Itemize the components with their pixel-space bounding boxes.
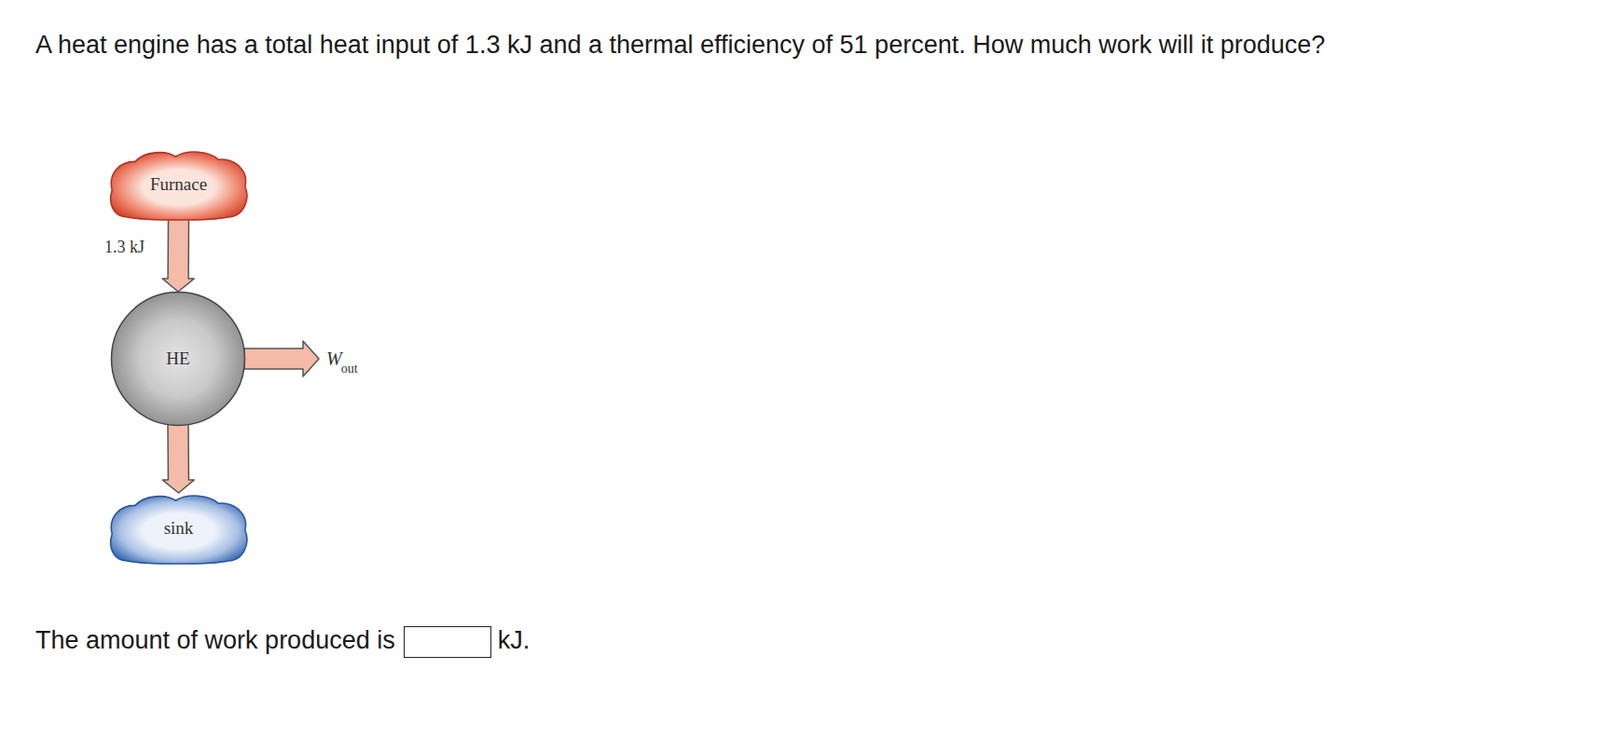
sink-cloud: sink [106, 492, 251, 566]
work-symbol: W [326, 348, 343, 371]
unit-text: kJ. [497, 626, 531, 656]
heat-engine-circle: HE [110, 290, 247, 428]
work-subscript: out [341, 361, 359, 377]
work-arrow [244, 341, 319, 377]
heat-flow-arrow [162, 424, 194, 494]
node-label: Furnace [150, 174, 207, 195]
question-text: A heat engine has a total heat input of … [35, 30, 1325, 60]
node-label: HE [165, 348, 190, 370]
answer-input-box [403, 626, 492, 659]
furnace-cloud: Furnace [106, 148, 251, 221]
heat-flow-arrow [162, 218, 194, 292]
heat-input-label: 1.3 kJ [104, 237, 145, 258]
answer-prompt: The amount of work produced is [35, 626, 396, 656]
node-label: sink [164, 518, 194, 539]
